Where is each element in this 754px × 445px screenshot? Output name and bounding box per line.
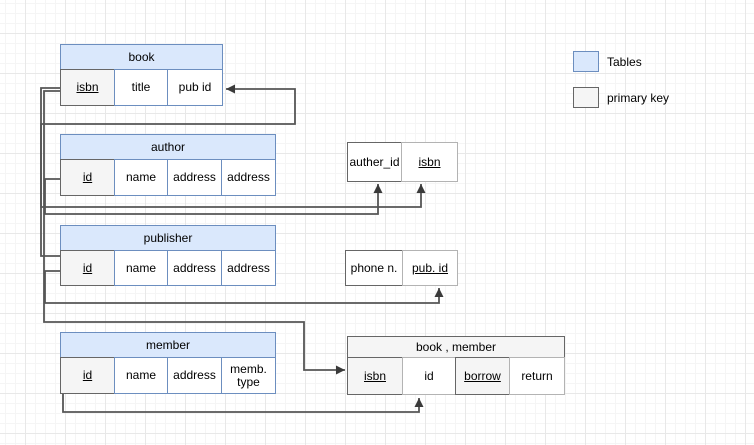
member-membtype-cell[interactable]: memb. type — [221, 357, 276, 394]
cell-label: id — [424, 368, 434, 383]
cell-label: name — [125, 368, 157, 382]
member-name-cell[interactable]: name — [114, 357, 168, 394]
publisher-table-title: publisher — [143, 231, 193, 245]
publisher-id-cell[interactable]: id — [60, 250, 115, 286]
bookmember-borrow-cell[interactable]: borrow — [455, 357, 510, 395]
publisher-name-cell[interactable]: name — [114, 250, 168, 286]
bookmember-return-cell[interactable]: return — [509, 357, 565, 395]
cell-label: auther_id — [349, 154, 400, 169]
connector-publisher-id-to-rel-pubid[interactable] — [44, 270, 444, 304]
cell-label: memb. type — [230, 361, 267, 389]
tables-swatch[interactable] — [573, 51, 599, 72]
author-name-cell[interactable]: name — [114, 159, 168, 196]
cell-label: isbn — [363, 368, 386, 383]
cell-label: title — [131, 80, 151, 94]
tables-legend-label: Tables — [607, 54, 642, 69]
cell-label: id — [82, 368, 93, 382]
connector-member-id-to-bookmember-id[interactable] — [62, 394, 424, 413]
cell-label: address — [227, 260, 270, 275]
book-table-title: book — [128, 50, 155, 64]
cell-label: name — [125, 170, 157, 184]
rel-isbn-cell[interactable]: isbn — [401, 142, 458, 182]
author-table-title: author — [150, 140, 186, 154]
primary-key-swatch[interactable] — [573, 87, 599, 108]
bookmember-isbn-cell[interactable]: isbn — [347, 357, 403, 395]
book-member-table-title: book , member — [415, 340, 497, 354]
author-address-cell[interactable]: address — [167, 159, 222, 196]
cell-label: isbn — [76, 80, 99, 94]
book-title-cell[interactable]: title — [114, 69, 168, 106]
connector-book-isbn-to-bookmember-isbn[interactable] — [43, 90, 345, 375]
cell-label: id — [82, 260, 93, 275]
cell-label: pub. id — [411, 260, 449, 275]
book-table-header[interactable]: book — [60, 44, 223, 70]
author-address2-cell[interactable]: address — [221, 159, 276, 196]
member-address-cell[interactable]: address — [167, 357, 222, 394]
publisher-address-cell[interactable]: address — [167, 250, 222, 286]
member-id-cell[interactable]: id — [60, 357, 115, 394]
primary-key-legend-label: primary key — [607, 90, 670, 105]
member-table-title: member — [145, 338, 190, 352]
author-id-cell[interactable]: id — [60, 159, 115, 196]
cell-label: phone n. — [350, 260, 398, 275]
book-isbn-cell[interactable]: isbn — [60, 69, 115, 106]
cell-label: return — [521, 368, 553, 383]
rel-phone-cell[interactable]: phone n. — [345, 250, 403, 286]
cell-label: borrow — [464, 368, 501, 383]
cell-label: id — [82, 170, 93, 184]
cell-label: address — [173, 260, 216, 275]
legend-tables: Tables — [573, 51, 642, 72]
bookmember-id-cell[interactable]: id — [402, 357, 456, 395]
legend-primary-key: primary key — [573, 87, 669, 108]
cell-label: pub id — [178, 80, 212, 94]
cell-label: address — [173, 368, 216, 382]
cell-label: isbn — [418, 154, 441, 169]
book-pubid-cell[interactable]: pub id — [167, 69, 223, 106]
member-table-header[interactable]: member — [60, 332, 276, 358]
cell-label: address — [173, 170, 216, 184]
rel-autherid-cell[interactable]: auther_id — [347, 142, 402, 182]
cell-label: address — [227, 170, 270, 184]
rel-pubid-cell[interactable]: pub. id — [402, 250, 458, 286]
book-member-table-header[interactable]: book , member — [347, 336, 565, 358]
connector-author-id-to-rel-autherid[interactable] — [44, 178, 383, 215]
publisher-address2-cell[interactable]: address — [221, 250, 276, 286]
author-table-header[interactable]: author — [60, 134, 276, 160]
publisher-table-header[interactable]: publisher — [60, 225, 276, 251]
cell-label: name — [125, 260, 157, 275]
